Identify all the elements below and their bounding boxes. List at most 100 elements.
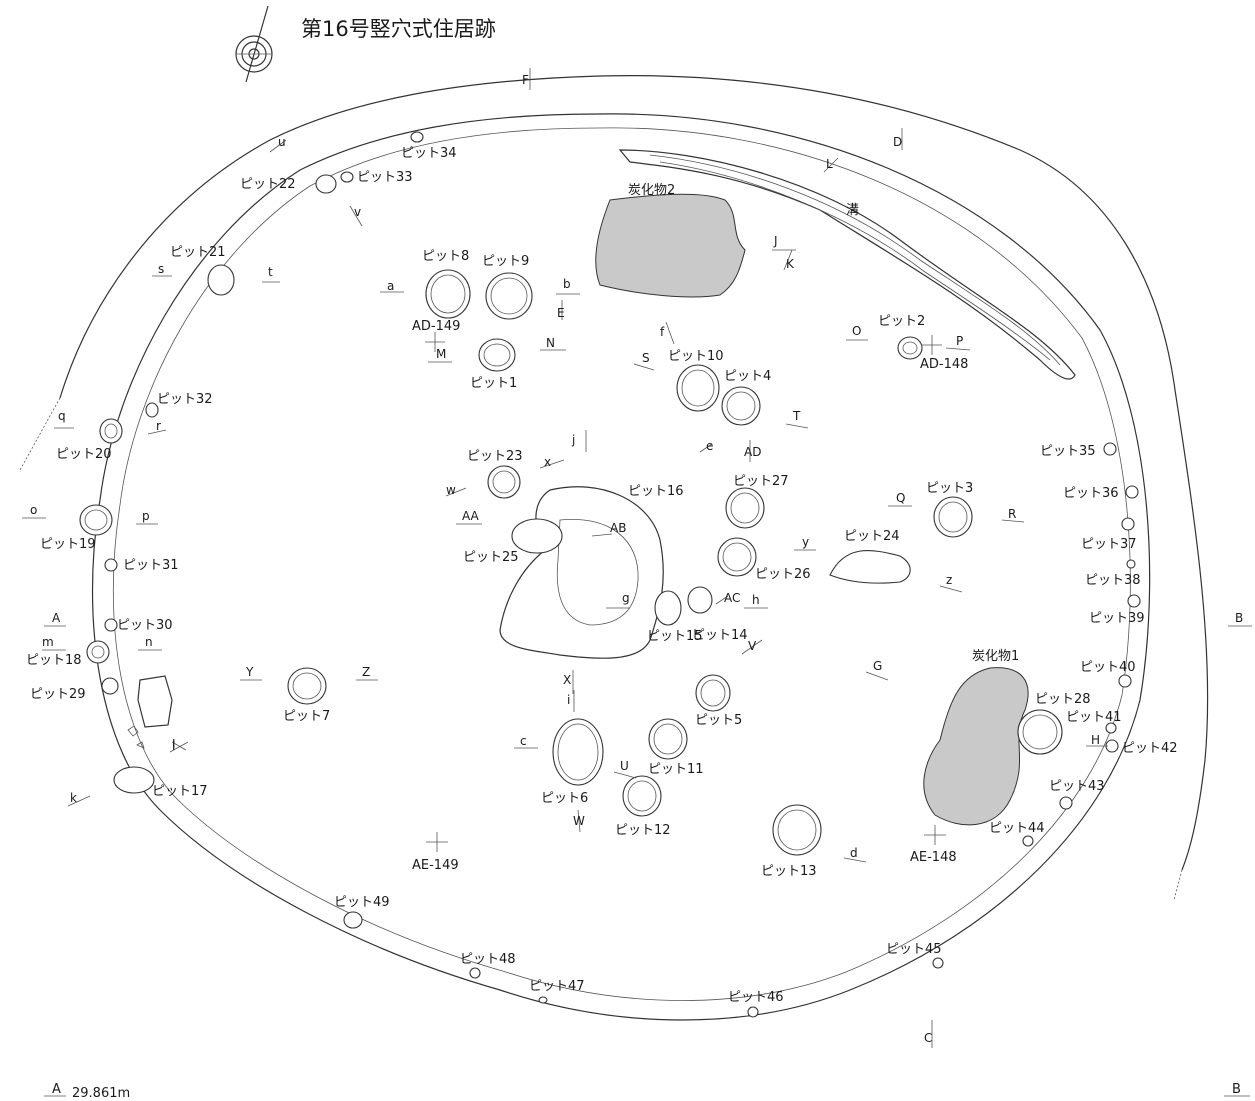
section-label: AD: [744, 445, 761, 459]
section-label: l: [172, 739, 175, 753]
section-marker: L: [823, 157, 839, 173]
grid-label-ae149: AE-149: [412, 858, 459, 873]
pit-label-47: ピット47: [529, 979, 585, 994]
section-label: S: [642, 351, 650, 365]
section-marker: g: [606, 591, 630, 609]
section-label: J: [773, 234, 778, 248]
section-label: d: [850, 846, 858, 860]
pit-17: [113, 766, 155, 794]
section-label: g: [622, 591, 630, 605]
section-marker: n: [138, 635, 162, 651]
pit-label-38: ピット38: [1085, 573, 1141, 588]
grid-point-ae148: AE-148: [910, 825, 957, 865]
section-marker: e: [699, 439, 713, 453]
section-marker: o: [22, 503, 46, 519]
section-label: k: [70, 791, 77, 805]
section-marker: O: [846, 324, 868, 341]
pit-label-12: ピット12: [615, 823, 671, 838]
pit-label-14: ピット14: [692, 628, 748, 643]
ditch-label: 溝: [846, 203, 859, 218]
section-marker: f: [660, 321, 675, 345]
section-marker: z: [939, 573, 963, 593]
pit-label-13: ピット13: [761, 864, 817, 879]
pit-label-5: ピット5: [695, 713, 742, 728]
section-marker: A: [44, 611, 66, 627]
pit-label-27: ピット27: [733, 474, 789, 489]
section-label: Z: [362, 665, 370, 679]
pit-1-inner: [483, 343, 511, 367]
section-label: f: [660, 325, 665, 339]
pit-label-3: ピット3: [926, 481, 973, 496]
section-marker: a: [380, 279, 404, 293]
pit-9: [485, 272, 533, 320]
section-marker: j: [571, 430, 587, 452]
section-marker: w: [445, 483, 467, 497]
pit-49: [343, 911, 363, 929]
section-label: M: [436, 347, 446, 361]
pit-41: [1105, 722, 1117, 734]
pit-2-inner: [902, 341, 918, 355]
pit-23-inner: [492, 470, 516, 494]
section-marker: D: [893, 128, 903, 150]
section-marker: I: [169, 737, 189, 753]
section-label: y: [802, 535, 809, 549]
section-label: E: [557, 306, 565, 320]
pit-38: [1126, 559, 1136, 569]
pit-label-21: ピット21: [170, 245, 226, 260]
section-marker: p: [136, 509, 158, 525]
pit-46: [747, 1006, 759, 1018]
pit-label-42: ピット42: [1122, 741, 1178, 756]
section-label: m: [42, 635, 54, 649]
pit-8-inner: [430, 274, 466, 314]
pit-label-20: ピット20: [56, 447, 112, 462]
section-label: c: [520, 734, 527, 748]
pit-40: [1118, 674, 1132, 688]
section-marker: Q: [888, 491, 912, 507]
pit-label-22: ピット22: [240, 177, 296, 192]
section-label: W: [573, 814, 585, 828]
section-label: s: [158, 262, 164, 276]
section-label: N: [546, 336, 555, 350]
section-marker: t: [262, 265, 280, 283]
pit-2: [897, 336, 923, 360]
section-label: h: [752, 593, 760, 607]
section-label: z: [946, 573, 952, 587]
excavation-boundary: [59, 75, 1209, 871]
section-marker: x: [539, 455, 565, 469]
section-label: R: [1008, 507, 1016, 521]
pit-18-inner: [91, 645, 105, 659]
pit-22: [315, 174, 337, 194]
pit-label-39: ピット39: [1089, 611, 1145, 626]
section-label: H: [1091, 733, 1100, 747]
pit-11-inner: [653, 723, 683, 755]
pit-19: [79, 504, 113, 536]
section-marker: d: [843, 846, 867, 863]
charcoal-deposit-1: [923, 667, 1029, 826]
section-marker: v: [349, 205, 363, 227]
pit-30: [104, 618, 118, 632]
section-marker: M: [428, 347, 452, 363]
section-label: a: [387, 279, 394, 293]
section-marker: W: [573, 809, 585, 833]
pit-label-19: ピット19: [40, 537, 96, 552]
section-marker: P: [945, 334, 971, 351]
pit-28: [1017, 709, 1063, 755]
section-marker: S: [633, 351, 655, 371]
pit-7-inner: [292, 672, 322, 700]
pit-label-49: ピット49: [334, 895, 390, 910]
section-marker: s: [152, 262, 172, 277]
pit-37: [1121, 517, 1135, 531]
section-label: o: [30, 503, 37, 517]
pit-label-4: ピット4: [724, 369, 771, 384]
section-label: U: [620, 759, 629, 773]
section-label: D: [893, 135, 902, 149]
pit-24: [829, 550, 911, 584]
section-marker: R: [1001, 507, 1025, 523]
section-label: AB: [610, 521, 626, 535]
pit-12-inner: [627, 780, 657, 812]
section-label: F: [522, 73, 529, 87]
pit-33: [340, 171, 354, 183]
section-label: B: [1235, 611, 1243, 625]
pit-4: [721, 386, 761, 426]
